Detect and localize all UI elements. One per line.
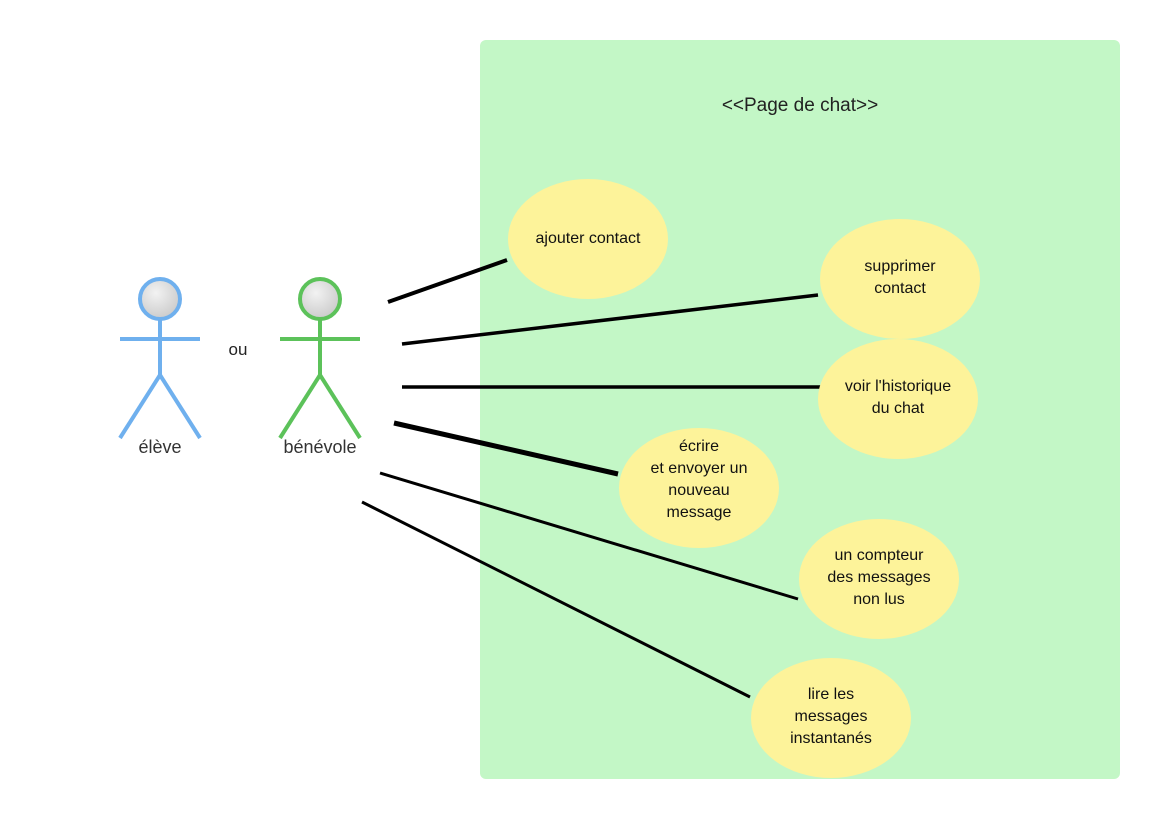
use-case-ellipse-compteur-messages bbox=[799, 519, 959, 639]
association-line-ecrire-message bbox=[393, 420, 619, 477]
use-case-label-lire-messages: lire les messages instantanés bbox=[790, 686, 872, 747]
association-line-compteur-messages bbox=[379, 471, 799, 601]
actor-eleve-figure bbox=[118, 277, 202, 440]
use-case-ellipse-ecrire-message bbox=[619, 428, 779, 548]
actor-eleve-head bbox=[138, 277, 182, 321]
use-case-label-compteur-messages: un compteur des messages non lus bbox=[827, 547, 931, 608]
use-case-label-ecrire-message: écrire et envoyer un nouveau message bbox=[650, 438, 748, 521]
actor-alternative-text: ou bbox=[228, 340, 248, 359]
use-case-ellipse-supprimer-contact bbox=[820, 219, 980, 339]
actor-benevole-figure bbox=[278, 277, 362, 440]
use-case-label-ajouter-contact: ajouter contact bbox=[535, 230, 641, 247]
actor-benevole-label: bénévole bbox=[283, 437, 357, 457]
association-line-supprimer-contact bbox=[401, 293, 819, 346]
use-case-ellipse-voir-historique bbox=[818, 339, 978, 459]
association-line-lire-messages bbox=[361, 500, 751, 699]
use-case-label-voir-historique: voir l'historique du chat bbox=[844, 378, 952, 417]
use-case-ellipse-ajouter-contact bbox=[508, 179, 668, 299]
actor-eleve-label: élève bbox=[138, 437, 182, 457]
association-line-ajouter-contact bbox=[387, 258, 508, 304]
actor-benevole-head bbox=[298, 277, 342, 321]
system-title: <<Page de chat>> bbox=[721, 95, 879, 116]
use-case-ellipse-lire-messages bbox=[751, 658, 911, 778]
use-case-label-supprimer-contact: supprimer contact bbox=[864, 258, 936, 297]
